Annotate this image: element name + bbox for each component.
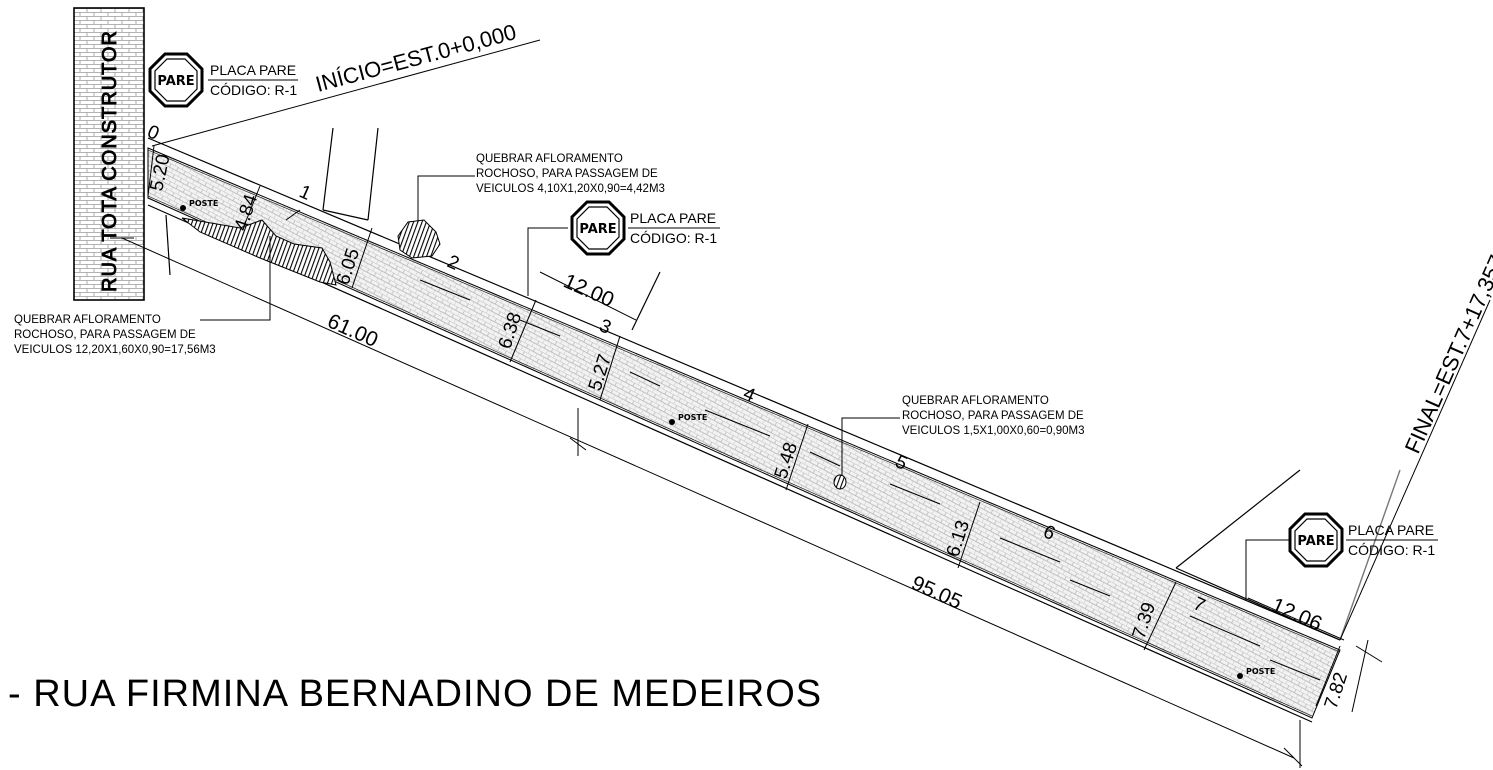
poste-1-label: POSTE xyxy=(189,199,218,208)
stop-sign-1: PARE PLACA PARE CÓDIGO: R-1 xyxy=(148,52,298,108)
stop-sign-1-symbol: PARE xyxy=(157,74,194,89)
main-road xyxy=(147,137,1341,723)
station-number: 0 xyxy=(144,121,162,144)
rock-outcrop-medium xyxy=(397,219,441,259)
dimension-lines xyxy=(110,237,1383,768)
stop-sign-3-symbol: PARE xyxy=(1297,534,1334,549)
poste-3: POSTE xyxy=(1237,667,1275,679)
length-side-1: 12.00 xyxy=(560,270,617,312)
station-number: 3 xyxy=(596,315,614,338)
cross-street: RUA TOTA CONSTRUTOR xyxy=(73,7,145,301)
length-95: 95.05 xyxy=(908,572,965,614)
station-number: 1 xyxy=(296,181,314,204)
side-street-lines xyxy=(165,127,1401,641)
note-3-line3: VEICULOS 1,5X1,00X0,60=0,90M3 xyxy=(902,425,1085,437)
rock-outcrop-large xyxy=(181,217,337,286)
poste-2: POSTE xyxy=(669,413,707,425)
width-section-lines xyxy=(147,145,1341,707)
note-3-line2: ROCHOSO, PARA PASSAGEM DE xyxy=(902,410,1084,422)
note-2-line1: QUEBRAR AFLORAMENTO xyxy=(14,314,161,326)
note-2-line2: ROCHOSO, PARA PASSAGEM DE xyxy=(14,329,196,341)
cross-street-name: RUA TOTA CONSTRUTOR xyxy=(99,30,121,292)
note-1-line1: QUEBRAR AFLORAMENTO xyxy=(476,153,623,165)
stop-sign-3-code: CÓDIGO: R-1 xyxy=(1348,542,1435,558)
station-ticks xyxy=(285,209,1321,681)
stop-sign-1-code: CÓDIGO: R-1 xyxy=(210,82,297,98)
stop-sign-2-symbol: PARE xyxy=(579,222,616,237)
note-3-line1: QUEBRAR AFLORAMENTO xyxy=(902,395,1049,407)
stop-sign-2: PARE PLACA PARE CÓDIGO: R-1 xyxy=(570,200,720,256)
stop-sign-2-label: PLACA PARE xyxy=(630,210,716,226)
poste-2-label: POSTE xyxy=(678,413,707,422)
stop-sign-1-label: PLACA PARE xyxy=(210,62,296,78)
stop-sign-3: PARE PLACA PARE CÓDIGO: R-1 xyxy=(1288,512,1438,568)
stop-sign-3-label: PLACA PARE xyxy=(1348,522,1434,538)
note-1-line2: ROCHOSO, PARA PASSAGEM DE xyxy=(476,168,658,180)
note-2-line3: VEICULOS 12,20X1,60X0,90=17,56M3 xyxy=(14,344,216,356)
note-1-line3: VEICULOS 4,10X1,20X0,90=4,42M3 xyxy=(476,183,665,195)
poste-1: POSTE xyxy=(180,199,218,211)
drawing-title: - RUA FIRMINA BERNADINO DE MEDEIROS xyxy=(8,673,822,715)
note-2: QUEBRAR AFLORAMENTO ROCHOSO, PARA PASSAG… xyxy=(14,314,216,356)
end-station-label: FINAL=EST.7+17,357 xyxy=(1400,251,1493,457)
leader-lines xyxy=(151,39,1491,641)
length-61: 61.00 xyxy=(324,310,381,352)
note-3: QUEBRAR AFLORAMENTO ROCHOSO, PARA PASSAG… xyxy=(902,395,1085,437)
stop-sign-2-code: CÓDIGO: R-1 xyxy=(630,230,717,246)
start-station-label: INÍCIO=EST.0+0,000 xyxy=(313,19,519,97)
rock-outcrop-small xyxy=(833,474,847,490)
poste-3-label: POSTE xyxy=(1246,667,1275,676)
station-number: 2 xyxy=(444,251,462,274)
note-1: QUEBRAR AFLORAMENTO ROCHOSO, PARA PASSAG… xyxy=(476,153,665,195)
